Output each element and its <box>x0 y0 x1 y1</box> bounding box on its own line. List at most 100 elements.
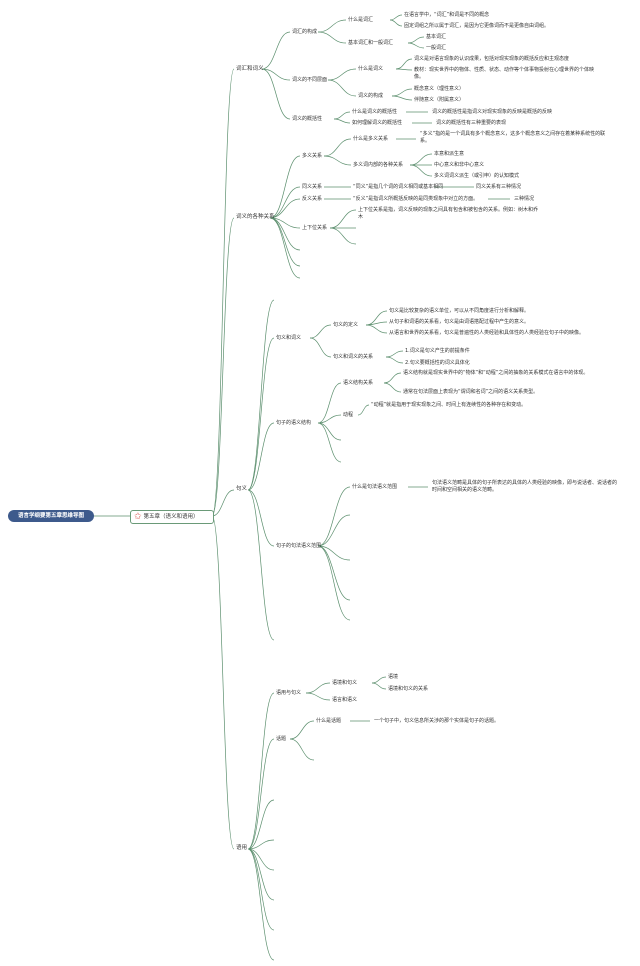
connector <box>407 42 425 49</box>
connector <box>385 350 404 358</box>
text-ruhe: 词义的概括性有三种重要的表现 <box>436 120 507 126</box>
connector <box>269 217 301 279</box>
node-fushu: 伴随意义（附属意义） <box>414 97 465 103</box>
node-gainian: 概念意义（理性意义） <box>414 86 465 92</box>
node-yujing: 语境 <box>388 674 399 680</box>
connector <box>305 682 331 694</box>
connector <box>323 138 352 157</box>
connector <box>317 514 351 547</box>
connector <box>247 738 275 850</box>
chapter-node[interactable]: ✩第五章（语义和语用） <box>130 510 214 524</box>
text-fanyi-2: 三种情况 <box>514 196 535 202</box>
text-tongyi-2: 同义关系有三种情况 <box>476 184 522 190</box>
node-juyi-dingyi[interactable]: 句义的定义 <box>333 322 359 328</box>
text-ciyi-2: 教材：现实世界中的物体、性质、状态、动作等个体事物投射在心理世界的个体映像。 <box>414 67 595 80</box>
connector <box>247 489 275 547</box>
node-jiegou-guanxi[interactable]: 语义结构关系 <box>343 380 374 386</box>
connector <box>289 720 315 740</box>
text-cihui-1: 在语言学中，“词汇”和词是不同的概念 <box>404 12 490 18</box>
connector <box>309 337 332 358</box>
text-fanyi: “反义”是指词义所概括反映的是同类现象中对立的方面。 <box>353 196 479 202</box>
node-juyi-ciyi[interactable]: 句义和词义 <box>276 335 302 341</box>
connector <box>365 310 388 326</box>
node-cihui-ciyi[interactable]: 词汇和词义 <box>236 66 264 72</box>
connector <box>385 356 404 364</box>
chapter-label: 第五章（语义和语用） <box>143 514 199 520</box>
connector <box>383 382 402 393</box>
node-duoyi-nei[interactable]: 多义词内部的各种关系 <box>353 162 404 168</box>
node-juyi-guanxi[interactable]: 句义和词义的关系 <box>333 354 374 360</box>
star-icon: ✩ <box>134 512 142 522</box>
connector <box>317 31 347 44</box>
connector <box>317 19 347 33</box>
node-duoyi[interactable]: 多义关系 <box>302 153 323 159</box>
node-yiban: 一般词汇 <box>426 45 447 51</box>
node-jiben-yiban[interactable]: 基本词汇和一般词汇 <box>348 40 394 46</box>
connector <box>389 14 403 21</box>
node-yuqi[interactable]: 语言和语义 <box>332 697 358 703</box>
connector <box>269 155 301 219</box>
root-node[interactable]: 语言学纲要第五章思维导图 <box>8 510 94 522</box>
connector <box>269 198 301 219</box>
node-yuyong-juyi[interactable]: 语用与句义 <box>276 690 302 696</box>
node-shenme-ciyi[interactable]: 什么是词义 <box>358 66 384 72</box>
node-ciyi-guanxi[interactable]: 词义的各种关系 <box>236 214 275 220</box>
node-shenme-cihui[interactable]: 什么是词汇 <box>348 17 374 23</box>
node-ciyi-butong[interactable]: 词义的不同层面 <box>292 77 328 83</box>
connector <box>395 68 413 71</box>
connector <box>329 209 357 229</box>
connector <box>247 422 275 491</box>
connector <box>317 545 351 601</box>
connector <box>409 153 433 166</box>
node-shenme-gaikuo[interactable]: 什么是词义的概括性 <box>352 109 398 115</box>
node-cihui-goucheng[interactable]: 词汇的构成 <box>292 29 318 35</box>
node-fanyi[interactable]: 反义关系 <box>302 196 323 202</box>
node-ciyi-gaikuo[interactable]: 词义的概括性 <box>292 116 323 122</box>
node-shangxia[interactable]: 上下位关系 <box>302 225 328 231</box>
connector <box>261 68 291 81</box>
connector <box>269 186 301 219</box>
connector <box>357 404 370 416</box>
connector <box>333 111 351 120</box>
text-huati: 一个句子中，句义信息所关涉的那个实体是句子的话题。 <box>374 718 500 724</box>
node-benyi: 本意和派生意 <box>434 151 465 157</box>
connector <box>269 217 301 267</box>
connector-l1 <box>211 515 235 850</box>
node-dongcheng[interactable]: 动程 <box>343 412 354 418</box>
connector <box>383 372 402 384</box>
connector <box>247 839 275 850</box>
node-yujing-juyi[interactable]: 语境和句义 <box>332 680 358 686</box>
node-shenme-fanwei[interactable]: 什么是句法语义范围 <box>352 484 398 490</box>
node-jiben: 基本词汇 <box>426 34 447 40</box>
text-guanxi-1: 1.词义是句义产生的前提条件 <box>405 348 470 354</box>
connector-l1 <box>211 68 235 517</box>
node-duoyi-ci: 多义词词义派生（或引申）的认知模式 <box>434 173 520 179</box>
node-goufa-fanwei[interactable]: 句子的句法语义范围 <box>276 543 322 549</box>
node-ruhe-lijie[interactable]: 如何理解词义的概括性 <box>352 120 403 126</box>
node-juyi[interactable]: 句义 <box>236 486 248 492</box>
connector <box>333 118 351 124</box>
node-ciyi-goucheng[interactable]: 词义的构成 <box>358 93 384 99</box>
node-shenme-duoyi[interactable]: 什么是多义关系 <box>353 136 389 142</box>
connector <box>365 321 388 326</box>
connector <box>327 68 357 81</box>
node-yuyi-jiegou[interactable]: 句子的语义结构 <box>276 420 312 426</box>
text-dongcheng: “动程”就是指用于现实现象之间、时间上有连续性的各种存在和变动。 <box>371 402 527 408</box>
text-jiegou-1: 语义结构就是现实世界中的“物体”和“动程”之间的抽象的关系模式在语言中的体现。 <box>403 370 589 376</box>
connector <box>371 682 387 690</box>
connector <box>317 545 351 621</box>
node-tongyi[interactable]: 同义关系 <box>302 184 323 190</box>
text-dingyi-2: 从句子和词语的关系看，句义是由词语搭配过程中产生的意义。 <box>389 319 530 325</box>
node-huati[interactable]: 话题 <box>276 736 287 742</box>
connector <box>305 692 331 701</box>
node-yuyong[interactable]: 语用 <box>236 845 248 851</box>
connector <box>327 79 357 97</box>
connector <box>407 36 425 44</box>
connector-l1 <box>211 489 235 517</box>
connector <box>247 848 275 901</box>
connector <box>247 848 275 961</box>
node-shenme-huati[interactable]: 什么是话题 <box>316 718 342 724</box>
connector <box>261 68 291 120</box>
text-cihui-2: 固定词组之所以属于词汇，是因为它更像词而不是更像自由词组。 <box>404 23 550 29</box>
